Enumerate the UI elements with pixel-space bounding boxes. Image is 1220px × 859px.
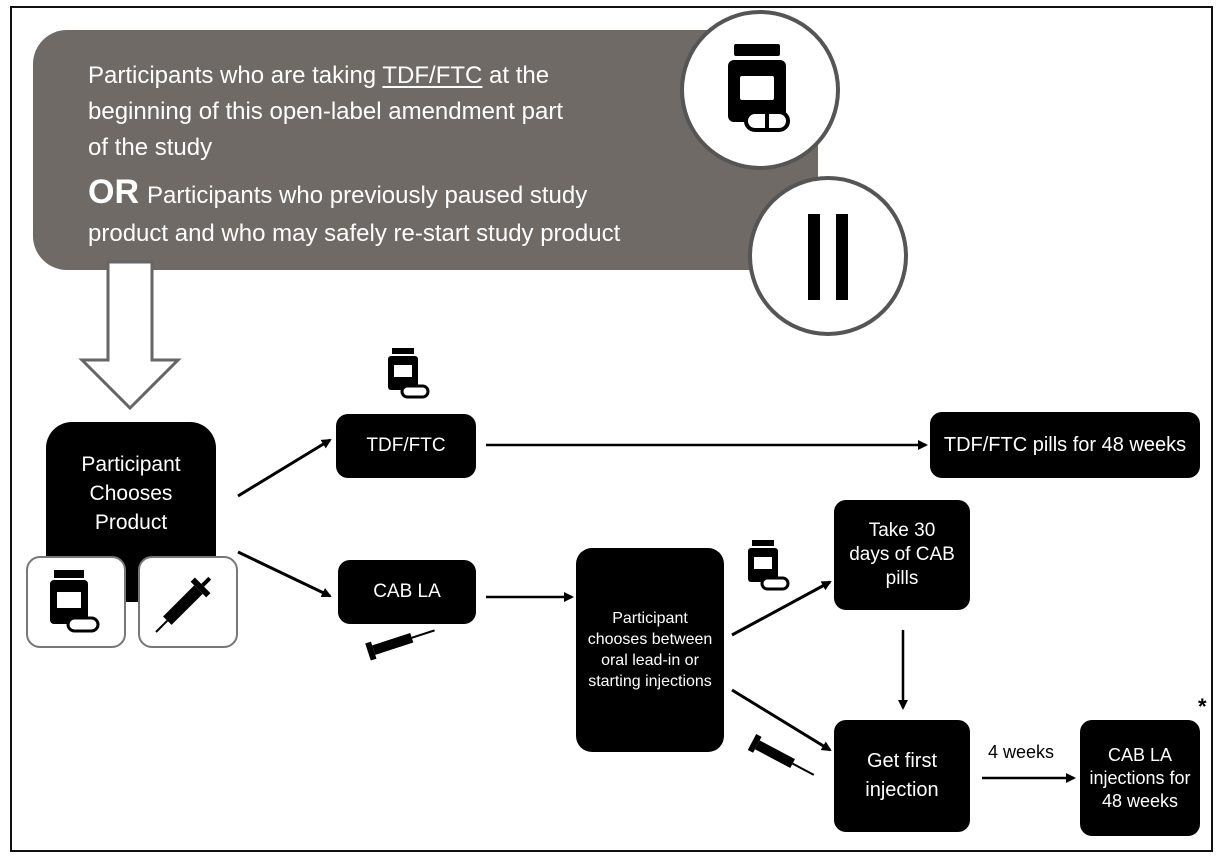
arrow-choose-to-injection xyxy=(731,688,832,752)
banner-line-1-start: Participants who are taking xyxy=(88,62,383,89)
arrow-choose-to-cab xyxy=(237,550,332,598)
banner-line-4: OR Participants who previously paused stu… xyxy=(88,174,587,214)
banner-line-3: of the study xyxy=(88,134,213,161)
or-word: OR xyxy=(88,173,139,211)
banner-line-1-tdf-ftc: TDF/FTC xyxy=(382,62,483,89)
node-participant-chooses-product-label: Participant Chooses Product xyxy=(81,453,181,534)
small-syringe-icon-injection xyxy=(747,734,815,776)
pause-icon xyxy=(808,214,848,300)
node-cab-la-label: CAB LA xyxy=(373,581,441,602)
banner-line-1: Participants who are taking TDF/FTC at t… xyxy=(88,58,549,94)
pill-bottle-option-icon xyxy=(50,570,100,633)
syringe-option-icon xyxy=(155,576,212,633)
node-take-30-days-cab-pills-label: Take 30 days of CAB pills xyxy=(849,520,955,589)
node-cab-la-injections-48-weeks: CAB LA injections for 48 weeks xyxy=(1080,720,1200,836)
edge-label-4-weeks: 4 weeks xyxy=(988,742,1055,762)
arrow-choose-to-tdf xyxy=(237,438,332,498)
banner-line-4-text: Participants who previously paused study xyxy=(147,182,588,209)
node-tdf-ftc-label: TDF/FTC xyxy=(366,435,446,456)
node-tdf-ftc: TDF/FTC xyxy=(336,414,476,478)
arrow-choose-to-oral xyxy=(731,580,832,637)
syringe-option-card xyxy=(138,556,238,648)
small-syringe-icon-cab xyxy=(365,629,435,661)
pill-bottle-icon xyxy=(728,44,790,132)
banner-line-2: beginning of this open-label amendment p… xyxy=(88,98,563,125)
pause-circle xyxy=(748,176,908,336)
small-pill-bottle-icon-tdf xyxy=(388,348,430,399)
node-tdf-ftc-pills-48-weeks-label: TDF/FTC pills for 48 weeks xyxy=(943,434,1187,456)
node-tdf-ftc-pills-48-weeks: TDF/FTC pills for 48 weeks xyxy=(930,412,1200,478)
node-cab-la: CAB LA xyxy=(338,560,476,624)
banner-line-5: product and who may safely re-start stud… xyxy=(88,220,621,247)
pill-bottle-circle xyxy=(680,10,840,170)
node-get-first-injection-label: Get first injection xyxy=(865,750,939,801)
node-get-first-injection: Get first injection xyxy=(834,720,970,832)
footnote-asterisk: * xyxy=(1198,694,1207,719)
node-participant-chooses-between: Participant chooses between oral lead-in… xyxy=(576,548,724,752)
node-cab-la-injections-48-weeks-label: CAB LA injections for 48 weeks xyxy=(1089,744,1191,811)
down-block-arrow xyxy=(78,260,182,411)
small-pill-bottle-icon-oral xyxy=(748,540,790,591)
pill-option-card xyxy=(26,556,126,648)
node-participant-chooses-between-label: Participant chooses between oral lead-in… xyxy=(587,610,713,690)
node-take-30-days-cab-pills: Take 30 days of CAB pills xyxy=(834,500,970,610)
banner-line-1-end: at the xyxy=(482,62,550,89)
